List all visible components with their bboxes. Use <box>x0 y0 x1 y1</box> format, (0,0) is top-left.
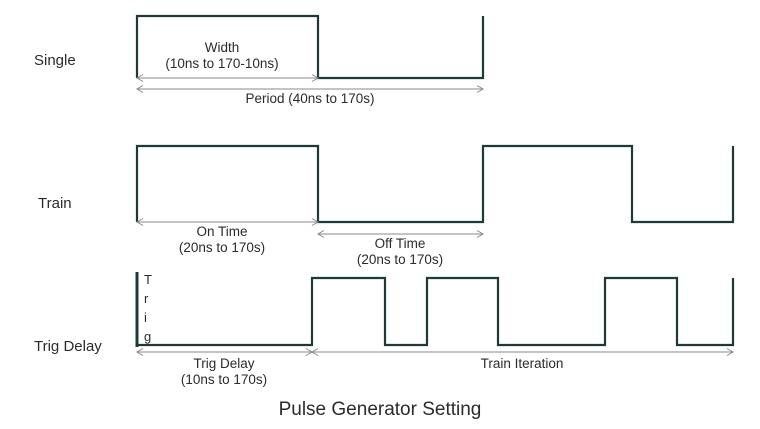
dimension-off-time <box>317 230 484 238</box>
dimension-train-iteration-arrowhead-end <box>726 348 734 356</box>
trig-label-letter-4: g <box>144 329 152 344</box>
trig-label-letter-3: i <box>144 310 147 325</box>
dimension-label-trig-delay: Trig Delay(10ns to 170s) <box>94 356 354 388</box>
dimension-off-time-arrowhead-start <box>317 230 325 238</box>
dimension-train-iteration <box>311 348 734 356</box>
dimension-on-time <box>136 218 319 226</box>
dimension-label-width: Width(10ns to 170-10ns) <box>92 40 352 72</box>
dimension-trig-delay <box>136 348 313 356</box>
dimension-label-period: Period (40ns to 170s) <box>180 91 440 107</box>
dimension-width-arrowhead-end <box>311 74 319 82</box>
trig-label-letter-2: r <box>144 291 149 306</box>
dimension-period <box>136 85 484 93</box>
dimension-on-time-arrowhead-start <box>136 218 144 226</box>
row-label-single: Single <box>34 52 76 69</box>
figure-title: Pulse Generator Setting <box>278 399 482 420</box>
dimension-label-period-line1: Period (40ns to 170s) <box>245 91 375 106</box>
dimension-width-arrowhead-start <box>136 74 144 82</box>
dimension-label-train-iteration-line1: Train Iteration <box>480 356 564 371</box>
trig-label-letter-1: T <box>144 272 152 287</box>
row-label-trig-delay: Trig Delay <box>34 338 102 355</box>
dimension-label-off-time-line1: Off Time <box>374 236 426 251</box>
dimension-period-arrowhead-start <box>136 85 144 93</box>
dimension-label-on-time-line2: (20ns to 170s) <box>178 239 266 255</box>
waveform-train <box>135 144 735 224</box>
dimension-width <box>136 74 319 82</box>
dimension-label-off-time-line2: (20ns to 170s) <box>356 251 444 267</box>
dimension-label-on-time-line1: On Time <box>196 224 248 239</box>
dimension-label-width-line2: (10ns to 170-10ns) <box>165 55 279 71</box>
dimension-period-arrowhead-end <box>476 85 484 93</box>
dimension-label-train-iteration: Train Iteration <box>392 356 652 372</box>
dimension-trig-delay-arrowhead-start <box>136 348 144 356</box>
waveform-single <box>135 14 485 80</box>
dimension-off-time-arrowhead-end <box>476 230 484 238</box>
dimension-label-on-time: On Time(20ns to 170s) <box>92 224 352 256</box>
dimension-label-off-time: Off Time(20ns to 170s) <box>270 236 530 268</box>
dimension-label-trig-delay-line2: (10ns to 170s) <box>180 371 268 387</box>
dimension-train-iteration-arrowhead-start <box>311 348 319 356</box>
dimension-label-trig-delay-line1: Trig Delay <box>193 356 255 371</box>
dimension-label-width-line1: Width <box>204 40 240 55</box>
waveform-trig-delay <box>137 276 735 347</box>
dimension-on-time-arrowhead-end <box>311 218 319 226</box>
row-label-train: Train <box>38 195 72 212</box>
